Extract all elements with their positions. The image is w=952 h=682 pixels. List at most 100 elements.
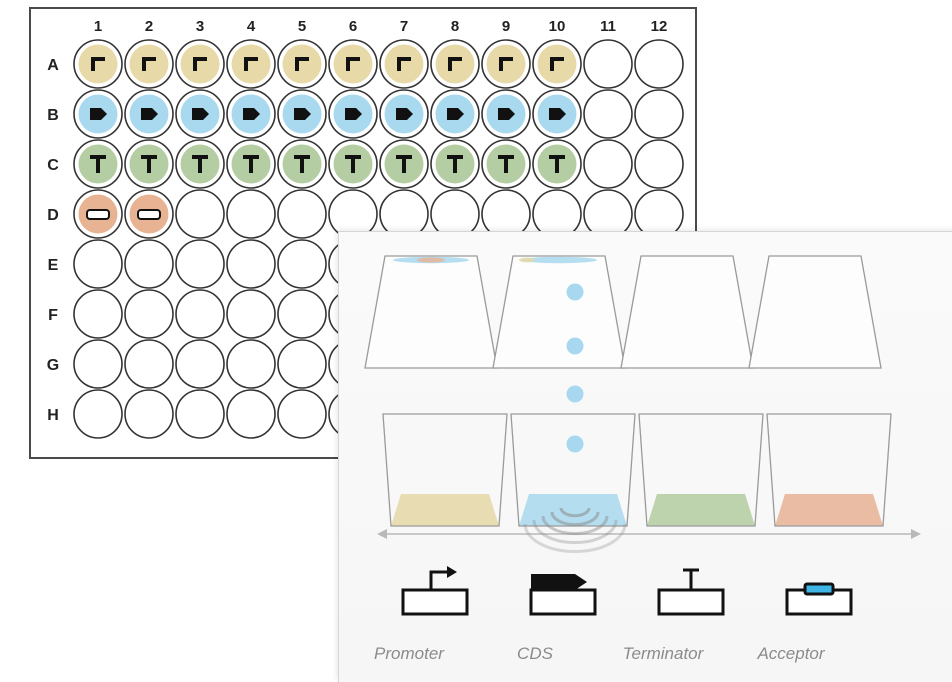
well-F1 bbox=[73, 289, 123, 339]
terminator-icon bbox=[549, 155, 565, 173]
part-label-terminator: Terminator bbox=[622, 644, 704, 663]
cds-icon bbox=[192, 108, 209, 120]
well-B4 bbox=[226, 89, 276, 139]
cds-icon bbox=[294, 108, 311, 120]
well-E5 bbox=[277, 239, 327, 289]
promoter-icon bbox=[91, 57, 105, 71]
well-D5 bbox=[277, 189, 327, 239]
droplet bbox=[566, 385, 584, 403]
acoustic-transfer-panel: Promoter CDS Terminator Acceptor bbox=[338, 231, 952, 682]
destination-well bbox=[510, 413, 636, 527]
column-label: 3 bbox=[196, 18, 204, 35]
cds-icon bbox=[529, 574, 597, 616]
well-C2 bbox=[124, 139, 174, 189]
well-H1 bbox=[73, 389, 123, 439]
column-label: 8 bbox=[451, 18, 459, 35]
droplet bbox=[566, 337, 584, 355]
part-label-promoter: Promoter bbox=[374, 644, 444, 663]
well-B7 bbox=[379, 89, 429, 139]
well-D1 bbox=[73, 189, 123, 239]
column-label: 1 bbox=[94, 18, 102, 35]
promoter-icon bbox=[193, 57, 207, 71]
well-G4 bbox=[226, 339, 276, 389]
well-B1 bbox=[73, 89, 123, 139]
promoter-icon bbox=[295, 57, 309, 71]
well-D4 bbox=[226, 189, 276, 239]
terminator-icon bbox=[192, 155, 208, 173]
terminator-icon bbox=[141, 155, 157, 173]
well-C8 bbox=[430, 139, 480, 189]
source-well bbox=[620, 255, 754, 369]
well-A1 bbox=[73, 39, 123, 89]
well-B8 bbox=[430, 89, 480, 139]
well-C12 bbox=[634, 139, 684, 189]
well-G5 bbox=[277, 339, 327, 389]
well-A12 bbox=[634, 39, 684, 89]
well-C10 bbox=[532, 139, 582, 189]
promoter-icon bbox=[401, 566, 469, 616]
source-well bbox=[492, 255, 626, 369]
well-G3 bbox=[175, 339, 225, 389]
destination-well bbox=[382, 413, 508, 527]
well-A3 bbox=[175, 39, 225, 89]
column-label: 12 bbox=[651, 18, 668, 35]
well-F5 bbox=[277, 289, 327, 339]
acceptor-icon bbox=[137, 209, 161, 220]
transfer-diagram bbox=[364, 255, 921, 616]
well-F3 bbox=[175, 289, 225, 339]
well-B5 bbox=[277, 89, 327, 139]
promoter-icon bbox=[550, 57, 564, 71]
well-C7 bbox=[379, 139, 429, 189]
acceptor-icon bbox=[785, 582, 853, 616]
well-C9 bbox=[481, 139, 531, 189]
column-label: 6 bbox=[349, 18, 357, 35]
row-label: E bbox=[48, 257, 59, 274]
cds-icon bbox=[345, 108, 362, 120]
well-A2 bbox=[124, 39, 174, 89]
terminator-icon bbox=[345, 155, 361, 173]
promoter-icon bbox=[244, 57, 258, 71]
cds-icon bbox=[549, 108, 566, 120]
well-F4 bbox=[226, 289, 276, 339]
promoter-icon bbox=[448, 57, 462, 71]
cds-icon bbox=[243, 108, 260, 120]
column-label: 4 bbox=[247, 18, 256, 35]
terminator-icon bbox=[447, 155, 463, 173]
row-label: F bbox=[48, 307, 58, 324]
acoustic-wave-icon bbox=[523, 507, 627, 553]
part-label-acceptor: Acceptor bbox=[757, 644, 825, 663]
column-label: 7 bbox=[400, 18, 408, 35]
cds-icon bbox=[498, 108, 515, 120]
well-B9 bbox=[481, 89, 531, 139]
well-G1 bbox=[73, 339, 123, 389]
well-A10 bbox=[532, 39, 582, 89]
terminator-icon bbox=[498, 155, 514, 173]
terminator-icon bbox=[396, 155, 412, 173]
well-E2 bbox=[124, 239, 174, 289]
well-B3 bbox=[175, 89, 225, 139]
destination-well bbox=[766, 413, 892, 527]
well-H2 bbox=[124, 389, 174, 439]
well-A7 bbox=[379, 39, 429, 89]
column-label: 10 bbox=[549, 18, 566, 35]
source-well bbox=[748, 255, 882, 369]
well-C6 bbox=[328, 139, 378, 189]
well-C4 bbox=[226, 139, 276, 189]
well-D2 bbox=[124, 189, 174, 239]
well-H3 bbox=[175, 389, 225, 439]
part-label-cds: CDS bbox=[517, 644, 553, 663]
well-A9 bbox=[481, 39, 531, 89]
column-label: 11 bbox=[600, 18, 616, 35]
well-C5 bbox=[277, 139, 327, 189]
row-label: A bbox=[47, 57, 59, 74]
well-D3 bbox=[175, 189, 225, 239]
well-C3 bbox=[175, 139, 225, 189]
row-label: G bbox=[47, 357, 59, 374]
terminator-icon bbox=[243, 155, 259, 173]
well-B11 bbox=[583, 89, 633, 139]
well-B10 bbox=[532, 89, 582, 139]
cds-icon bbox=[447, 108, 464, 120]
well-G2 bbox=[124, 339, 174, 389]
row-label: B bbox=[47, 107, 59, 124]
promoter-icon bbox=[346, 57, 360, 71]
